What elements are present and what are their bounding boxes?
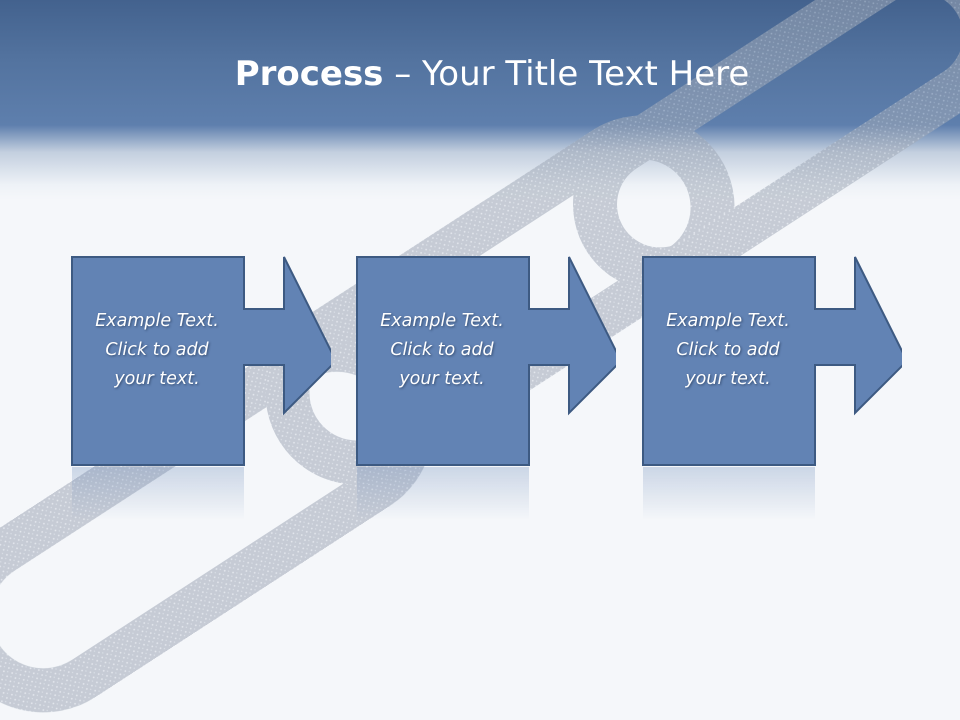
- step-arrow-shape: [356, 256, 616, 520]
- step-text-3[interactable]: Example Text. Click to add your text.: [666, 311, 790, 389]
- step-arrow-shape: [642, 256, 902, 520]
- step-arrow-shape: [71, 256, 331, 520]
- step-text-2[interactable]: Example Text. Click to add your text.: [380, 311, 504, 389]
- step-text-1[interactable]: Example Text. Click to add your text.: [95, 311, 219, 389]
- process-step-2[interactable]: Example Text. Click to add your text.: [356, 256, 616, 556]
- process-step-1[interactable]: Example Text. Click to add your text.: [71, 256, 331, 556]
- title-rest: – Your Title Text Here: [383, 54, 750, 94]
- title-bold: Process: [234, 54, 384, 94]
- slide-title[interactable]: Process – Your Title Text Here: [0, 52, 960, 96]
- process-step-3[interactable]: Example Text. Click to add your text.: [642, 256, 902, 556]
